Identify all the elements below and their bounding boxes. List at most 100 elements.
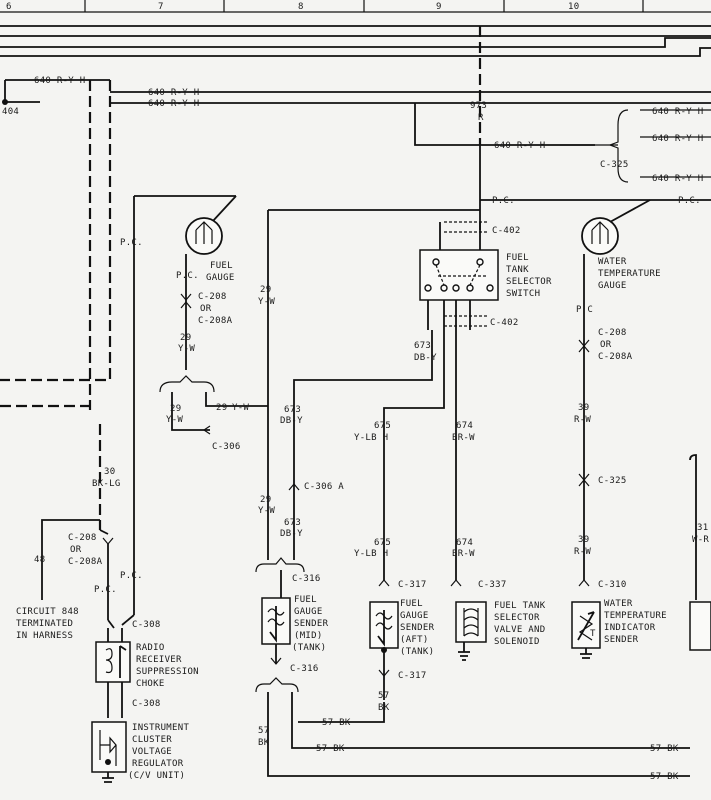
fuel-tank-selector-switch: C-402 C-402 FUEL TANK SELECTOR SWITCH	[419, 221, 552, 330]
splice-c306: 29 Y-W 29 Y-W C-306	[159, 375, 268, 452]
sender-mid-label-2: GAUGE	[294, 607, 323, 617]
c317-label-1: C-317	[398, 580, 427, 590]
wire-57-label-2: 57	[378, 691, 389, 701]
wire-973: 973 R 640 R-Y H C-325 640 R-Y H 640 R-Y …	[414, 101, 711, 230]
pc-line-right: P.C. P.C.	[480, 196, 711, 223]
c325-mid-label: C-325	[598, 476, 627, 486]
choke-label-4: CHOKE	[136, 679, 165, 689]
or-label-2: OR	[600, 340, 612, 350]
wire-675: 675 Y-LB H 675 Y-LB H C-317	[354, 330, 445, 590]
harness-bundle	[0, 25, 711, 57]
column-6-label: 6	[6, 2, 12, 12]
pc-line-left: P.C.	[120, 195, 237, 615]
wire-640-label-5: 640 R-Y H	[652, 107, 703, 117]
water-temp-gauge: WATER TEMPERATURE GAUGE P C C-208 OR C-2…	[574, 217, 661, 590]
c208-label-3: C-208	[68, 533, 97, 543]
wire-673-label-2: 673	[284, 405, 301, 415]
pc-label-5: P.C.	[120, 571, 143, 581]
wire-675-label-1: 675	[374, 421, 391, 431]
switch-label-3: SELECTOR	[506, 277, 552, 287]
valve-label-2: SELECTOR	[494, 613, 540, 623]
wire-29-label-4: 29	[260, 495, 271, 505]
fuel-gauge-pc-label: P.C.	[176, 271, 199, 281]
fuel-sender-mid: C-316 FUEL GAUGE SENDER (MID) (TANK) C-3…	[255, 557, 690, 782]
c308-label-2: C-308	[132, 699, 161, 709]
circuit-label-3: IN HARNESS	[16, 631, 73, 641]
sender-aft-label-4: (AFT)	[400, 635, 429, 645]
fuel-gauge: FUEL GAUGE P.C. C-208 OR C-208A 29 Y-W	[176, 217, 234, 370]
choke-label-2: RECEIVER	[136, 655, 182, 665]
wire-yw-label-4: Y-W	[258, 297, 275, 307]
wire-31-partial: 31 W-R	[689, 454, 711, 651]
column-grid: 6 7 8 9 10	[0, 0, 711, 13]
sender-aft-label-1: FUEL	[400, 599, 423, 609]
wire-29-label-3: 29	[260, 285, 271, 295]
circuit-label-2: TERMINATED	[16, 619, 73, 629]
wire-640-label-7: 640 R-Y H	[652, 174, 703, 184]
cv-label-1: INSTRUMENT	[132, 723, 189, 733]
c208a-label-3: C-208A	[68, 557, 103, 567]
valve-label-1: FUEL TANK	[494, 601, 546, 611]
wire-bklg-label: BK-LG	[92, 479, 121, 489]
wire-640-label-1: 640 R-Y H	[34, 76, 85, 86]
sender-aft-label-5: (TANK)	[400, 647, 434, 657]
pc-label-1: P.C.	[492, 196, 515, 206]
c208-label-1: C-208	[198, 292, 227, 302]
water-sender-label-3: INDICATOR	[604, 623, 656, 633]
wire-bk-label-1: BK	[258, 738, 270, 748]
c308-label-1: C-308	[132, 620, 161, 630]
sender-mid-label-4: (MID)	[294, 631, 323, 641]
water-gauge-label-3: GAUGE	[598, 281, 627, 291]
wire-57bk-label-3: 57 BK	[650, 744, 679, 754]
cv-label-4: REGULATOR	[132, 759, 184, 769]
wire-brw-label-2: BR-W	[452, 549, 475, 559]
cv-label-3: VOLTAGE	[132, 747, 172, 757]
wire-31-label: 31	[697, 523, 708, 533]
wire-673-label-1: 673	[414, 341, 431, 351]
wire-bk-label-2: BK	[378, 703, 390, 713]
c306-label: C-306	[212, 442, 241, 452]
cv-label-2: CLUSTER	[132, 735, 172, 745]
sender-aft-label-3: SENDER	[400, 623, 435, 633]
wire-674-label-2: 674	[456, 538, 473, 548]
c208-label-2: C-208	[598, 328, 627, 338]
wire-30-label: 30	[104, 467, 115, 477]
c208a-label-2: C-208A	[598, 352, 633, 362]
wire-yw-label-3: Y-W	[232, 403, 249, 413]
pc-label-3: P.C.	[120, 238, 143, 248]
switch-label-1: FUEL	[506, 253, 529, 263]
water-pc-label: P C	[576, 305, 593, 315]
wire-yw-label-1: Y-W	[178, 344, 195, 354]
wire-dby-label-1: DB-Y	[414, 353, 437, 363]
wire-57bk-label-1: 57 BK	[322, 718, 351, 728]
switch-label-2: TANK	[506, 265, 529, 275]
wire-29-label-2: 29	[170, 404, 181, 414]
column-10-label: 10	[568, 2, 579, 12]
c316-label-2: C-316	[290, 664, 319, 674]
wire-ylbh-label-2: Y-LB H	[354, 549, 388, 559]
wire-640-label-2: 640 R-Y H	[148, 88, 199, 98]
valve-label-3: VALVE AND	[494, 625, 545, 635]
pc-label-4: P.C.	[94, 585, 117, 595]
left-branch: 30 BK-LG 48 C-208 OR C-208A CIRCUIT 848 …	[16, 424, 199, 783]
choke-label-3: SUPPRESSION	[136, 667, 199, 677]
c306a-label: C-306 A	[304, 482, 344, 492]
circuit-label-1: CIRCUIT 848	[16, 607, 79, 617]
wire-640-label-6: 640 R-Y H	[652, 134, 703, 144]
c337-label: C-337	[478, 580, 507, 590]
column-8-label: 8	[298, 2, 304, 12]
choke-label-1: RADIO	[136, 643, 165, 653]
wire-673-label-3: 673	[284, 518, 301, 528]
wire-dby-label-2: DB-Y	[280, 416, 303, 426]
wire-29-yw-label: 29	[216, 403, 227, 413]
water-sender-label-2: TEMPERATURE	[604, 611, 667, 621]
selector-valve-solenoid: FUEL TANK SELECTOR VALVE AND SOLENOID	[455, 601, 546, 661]
wire-674: 674 BR-W 674 BR-W C-337	[450, 330, 507, 590]
column-7-label: 7	[158, 2, 164, 12]
water-temp-sender: T WATER TEMPERATURE INDICATOR SENDER	[571, 599, 667, 659]
cv-label-5: (C/V UNIT)	[128, 771, 185, 781]
wire-brw-label-1: BR-W	[452, 433, 475, 443]
sender-mid-label-3: SENDER	[294, 619, 329, 629]
